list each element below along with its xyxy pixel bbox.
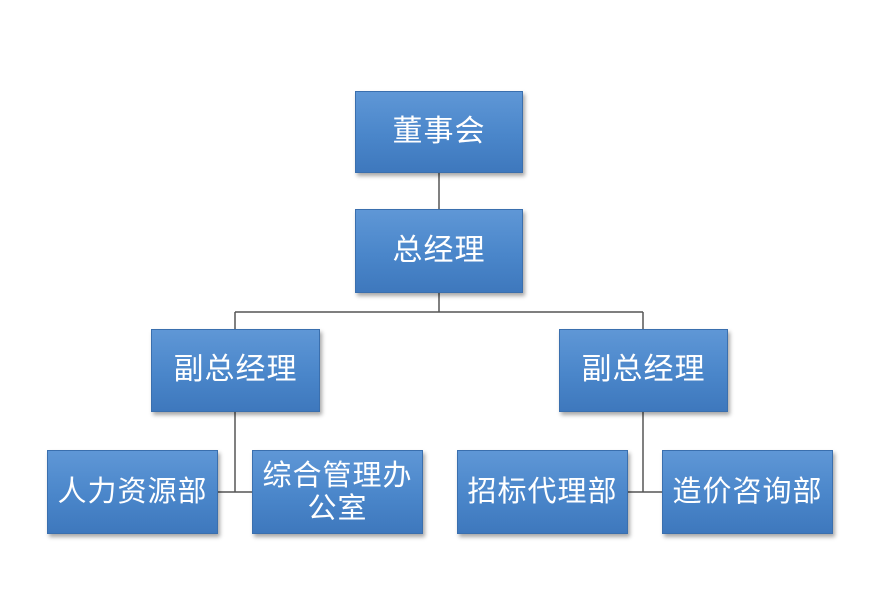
node-general-manager: 总经理: [355, 209, 523, 293]
node-vice-manager-right: 副总经理: [559, 329, 728, 412]
node-bidding-department: 招标代理部: [457, 450, 628, 534]
node-board: 董事会: [355, 91, 523, 173]
node-admin-office-label: 综合管理办公室: [262, 457, 413, 525]
node-vice-manager-left: 副总经理: [151, 329, 320, 412]
node-cost-consulting-department: 造价咨询部: [662, 450, 833, 534]
node-general-manager-label: 总经理: [392, 232, 486, 268]
node-hr-department-label: 人力资源部: [57, 474, 208, 509]
node-hr-department: 人力资源部: [47, 450, 218, 534]
node-board-label: 董事会: [392, 113, 486, 149]
node-vice-manager-right-label: 副总经理: [581, 352, 706, 388]
node-cost-consulting-department-label: 造价咨询部: [672, 474, 823, 509]
node-vice-manager-left-label: 副总经理: [173, 352, 298, 388]
node-bidding-department-label: 招标代理部: [467, 474, 618, 509]
node-admin-office: 综合管理办公室: [252, 450, 423, 534]
